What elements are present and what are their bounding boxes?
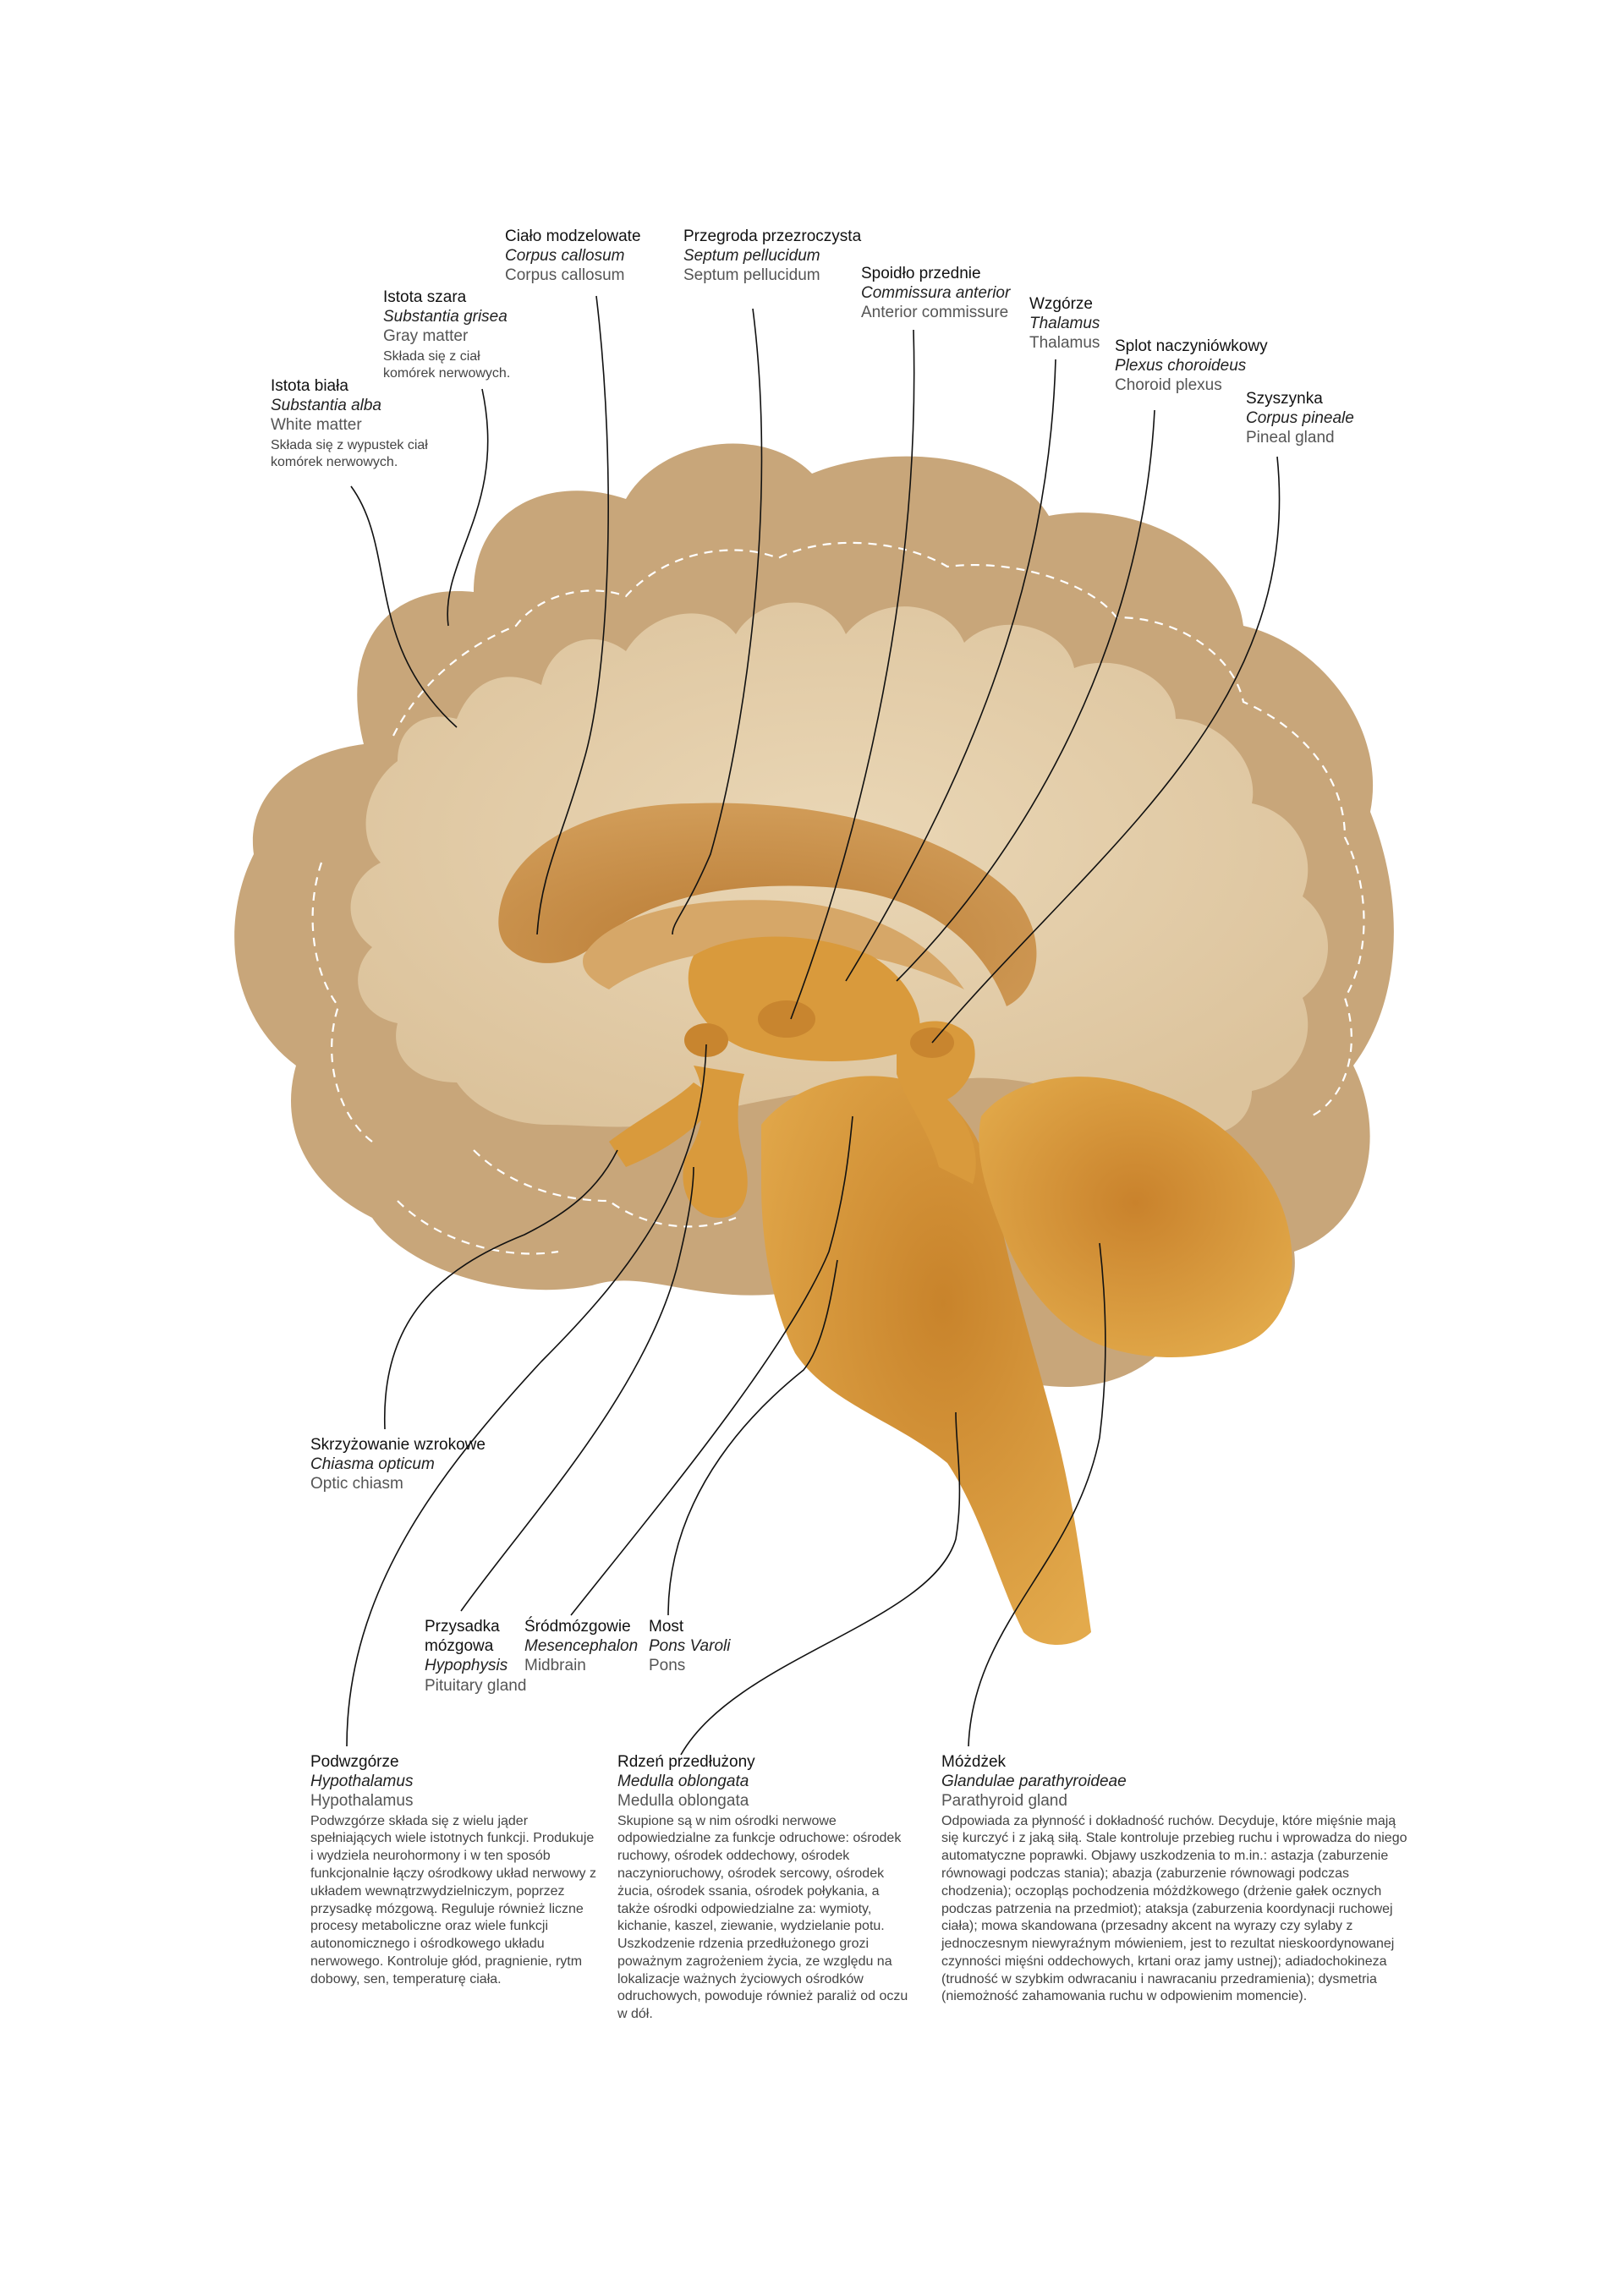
label-english: Thalamus bbox=[1029, 334, 1100, 353]
leader-white-matter bbox=[350, 485, 458, 728]
label-latin: Substantia alba bbox=[271, 397, 381, 415]
label-thalamus: Wzgórze Thalamus Thalamus bbox=[1029, 294, 1131, 353]
label-latin: Corpus pineale bbox=[1246, 409, 1354, 428]
label-latin: Commissura anterior bbox=[861, 284, 1011, 303]
label-description: Odpowiada za płynność i dokładność ruchó… bbox=[941, 1813, 1407, 2004]
optic-chiasm-shape bbox=[609, 1082, 719, 1167]
leader-commissure bbox=[790, 329, 915, 1020]
label-latin: Corpus callosum bbox=[505, 247, 625, 266]
corpus-callosum-shape bbox=[498, 803, 1037, 1006]
label-english: Optic chiasm bbox=[310, 1475, 403, 1493]
label-gray-matter: Istota szara Substantia grisea Gray matt… bbox=[383, 288, 535, 383]
label-polish: Ciało modzelowate bbox=[505, 227, 641, 245]
label-english: Midbrain bbox=[524, 1657, 586, 1675]
label-latin: Septum pellucidum bbox=[683, 247, 820, 266]
label-english: Corpus callosum bbox=[505, 266, 625, 285]
label-latin: Thalamus bbox=[1029, 315, 1100, 333]
label-english: Anterior commissure bbox=[861, 304, 1009, 322]
leader-thalamus bbox=[845, 359, 1056, 982]
leader-pituitary bbox=[460, 1166, 694, 1612]
label-latin: Glandulae parathyroideae bbox=[941, 1773, 1127, 1791]
leader-medulla bbox=[680, 1411, 961, 1756]
label-midbrain: Śródmózgowie Mesencephalon Midbrain bbox=[524, 1617, 651, 1676]
label-description: Podwzgórze składa się z wielu jąder speł… bbox=[310, 1813, 596, 1986]
label-polish: Most bbox=[649, 1618, 684, 1636]
label-polish: Skrzyżowanie wzrokowe bbox=[310, 1436, 486, 1454]
label-english: Pineal gland bbox=[1246, 429, 1335, 447]
label-english: Gray matter bbox=[383, 327, 469, 346]
label-pineal: Szyszynka Corpus pineale Pineal gland bbox=[1246, 389, 1381, 448]
label-hypothalamus: Podwzgórze Hypothalamus Hypothalamus Pod… bbox=[310, 1752, 598, 1988]
label-polish: Splot naczyniówkowy bbox=[1115, 337, 1268, 355]
label-latin: Hypophysis bbox=[425, 1657, 508, 1675]
label-white-matter: Istota biała Substantia alba White matte… bbox=[271, 376, 440, 472]
label-pituitary: Przysadka mózgowa Hypophysis Pituitary g… bbox=[425, 1617, 535, 1696]
label-polish: Przegroda przezroczysta bbox=[683, 227, 862, 245]
leader-gray-matter bbox=[447, 388, 489, 627]
label-description: Skupione są w nim ośrodki nerwowe odpowi… bbox=[617, 1813, 908, 2022]
label-medulla: Rdzeń przedłużony Medulla oblongata Medu… bbox=[617, 1752, 909, 2024]
label-english: White matter bbox=[271, 416, 362, 435]
label-polish: Podwzgórze bbox=[310, 1753, 399, 1771]
label-latin: Medulla oblongata bbox=[617, 1773, 749, 1791]
leader-choroid bbox=[896, 409, 1155, 982]
label-description: Składa się z wypustek ciał komórek nerwo… bbox=[271, 437, 428, 470]
label-latin: Plexus choroideus bbox=[1115, 357, 1247, 375]
leader-midbrain bbox=[570, 1115, 853, 1616]
label-polish: Spoidło przednie bbox=[861, 265, 981, 282]
label-optic-chiasm: Skrzyżowanie wzrokowe Chiasma opticum Op… bbox=[310, 1435, 530, 1494]
label-description: Składa się z ciał komórek nerwowych. bbox=[383, 348, 511, 381]
cerebellum-shape bbox=[979, 1077, 1292, 1357]
label-english: Septum pellucidum bbox=[683, 266, 820, 285]
pituitary-shape bbox=[683, 1066, 748, 1218]
label-latin: Hypothalamus bbox=[310, 1773, 414, 1791]
label-cerebellum: Móżdżek Glandulae parathyroideae Parathy… bbox=[941, 1752, 1415, 2006]
label-english: Medulla oblongata bbox=[617, 1792, 749, 1811]
label-polish: Przysadka mózgowa bbox=[425, 1618, 500, 1656]
anterior-commissure-shape bbox=[758, 1000, 815, 1038]
label-latin: Mesencephalon bbox=[524, 1637, 639, 1656]
label-polish: Móżdżek bbox=[941, 1753, 1007, 1771]
label-polish: Szyszynka bbox=[1246, 390, 1323, 408]
leader-cerebellum bbox=[968, 1242, 1106, 1747]
label-pons: Most Pons Varoli Pons bbox=[649, 1617, 759, 1676]
leader-optic-chiasm bbox=[384, 1149, 618, 1430]
thalamus-shape bbox=[688, 936, 920, 1061]
label-english: Hypothalamus bbox=[310, 1792, 414, 1811]
leader-lines bbox=[346, 295, 1281, 1756]
label-latin: Chiasma opticum bbox=[310, 1455, 435, 1474]
brainstem-shape bbox=[761, 1076, 1091, 1645]
label-english: Pons bbox=[649, 1657, 686, 1675]
hypothalamus-node bbox=[684, 1023, 728, 1057]
label-choroid: Splot naczyniówkowy Plexus choroideus Ch… bbox=[1115, 337, 1309, 396]
label-corpus-callosum: Ciało modzelowate Corpus callosum Corpus… bbox=[505, 227, 700, 286]
label-latin: Substantia grisea bbox=[383, 308, 508, 326]
label-latin: Pons Varoli bbox=[649, 1637, 731, 1656]
label-english: Choroid plexus bbox=[1115, 376, 1222, 395]
label-polish: Istota biała bbox=[271, 377, 348, 395]
label-septum: Przegroda przezroczysta Septum pellucidu… bbox=[683, 227, 878, 286]
label-polish: Wzgórze bbox=[1029, 295, 1093, 313]
label-commissure: Spoidło przednie Commissura anterior Ant… bbox=[861, 264, 1047, 323]
leader-corpus-callosum bbox=[536, 295, 609, 935]
leader-pineal bbox=[931, 456, 1281, 1044]
label-english: Pituitary gland bbox=[425, 1676, 527, 1695]
leader-hypothalamus bbox=[346, 1044, 707, 1747]
label-polish: Śródmózgowie bbox=[524, 1618, 631, 1636]
label-polish: Rdzeń przedłużony bbox=[617, 1753, 755, 1771]
leader-septum bbox=[672, 308, 763, 935]
midbrain-tectum-shape bbox=[897, 1021, 976, 1184]
label-english: Parathyroid gland bbox=[941, 1792, 1067, 1811]
leader-pons bbox=[667, 1259, 838, 1616]
label-polish: Istota szara bbox=[383, 288, 467, 306]
